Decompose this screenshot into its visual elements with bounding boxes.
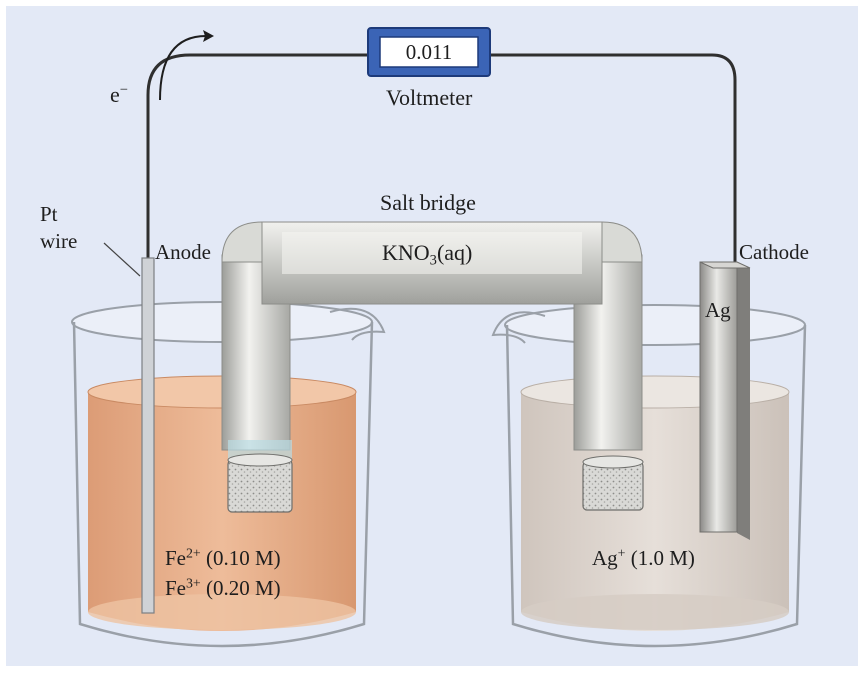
pt-label: Pt [40,202,58,226]
electron-flow-arrow [159,35,207,101]
fe3-concentration: Fe3+ (0.20 M) [165,576,281,601]
ag-ion-symbol: Ag [592,546,618,570]
cathode-label: Cathode [739,240,809,264]
ag-electrode-top [699,261,751,269]
right-beaker-spout [491,311,546,344]
electron-symbol: e [110,82,120,107]
voltmeter-display [379,36,479,68]
wire-label: wire [40,229,78,253]
salt-bridge-label: Salt bridge [380,190,476,215]
electrolyte-subscript: 3 [429,252,437,269]
voltmeter-reading: 0.011 [405,40,453,64]
ag-ion-charge: + [617,545,626,561]
fe2-charge: 2+ [186,545,201,561]
left-beaker-spout [329,307,386,341]
salt-bridge-electrolyte: KNO3(aq) [382,240,473,269]
pt-wire-label-leader [103,242,141,277]
ag-electrode-label: Ag [705,298,731,322]
circuit-wire [146,53,737,270]
fe2-concentration: Fe2+ (0.10 M) [165,546,281,571]
left-porous-plug-top [227,453,293,467]
salt-bridge-inner-highlight [282,232,582,274]
electrolyte-formula: KNO [382,240,430,265]
left-beaker-walls [72,321,374,648]
right-beaker-walls [505,324,807,648]
right-beaker-rim [504,304,806,346]
electrolyte-phase: (aq) [436,240,473,265]
electron-flow-arrowhead [203,30,214,42]
pt-wire [141,257,155,614]
ag-solution-bottom [521,594,789,630]
fe3-symbol: Fe [165,576,186,600]
right-porous-plug [582,461,644,511]
ag-ion-concentration: Ag+ (1.0 M) [592,546,695,571]
anode-label: Anode [155,240,211,264]
fe3-value: (0.20 M) [200,576,281,600]
fe2-symbol: Fe [165,546,186,570]
fe-solution-bottom [88,594,356,630]
right-porous-plug-top [582,455,644,469]
ag-electrode-side [737,262,750,540]
electron-label: e− [110,82,128,108]
electron-charge: − [119,82,128,99]
fe2-value: (0.10 M) [200,546,281,570]
ag-ion-value: (1.0 M) [625,546,695,570]
left-porous-plug [227,459,293,513]
fe3-charge: 3+ [186,575,201,591]
ag-electrode [699,261,738,533]
voltmeter-label: Voltmeter [386,85,473,110]
